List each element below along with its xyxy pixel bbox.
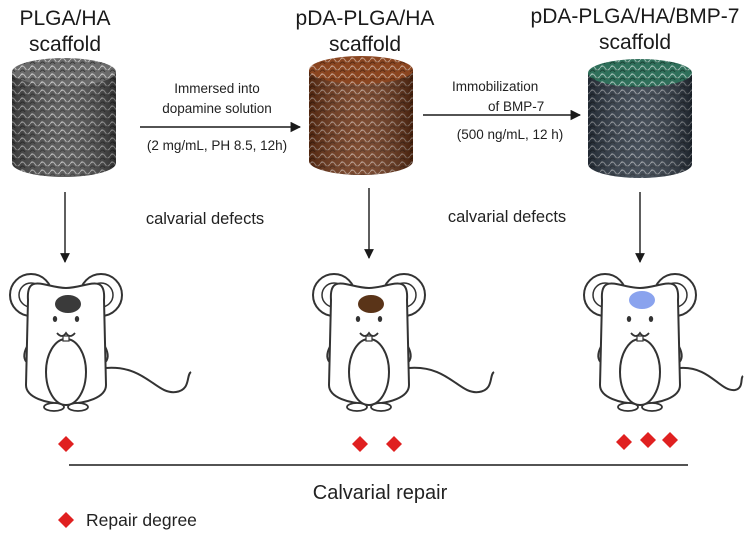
scaffold-title-line1: pDA-PLGA/HA	[295, 7, 435, 30]
scaffold-title-line1: pDA-PLGA/HA/BMP-7	[530, 5, 740, 28]
mouse-2	[312, 273, 495, 412]
process2-condition: (500 ng/mL, 12 h)	[456, 127, 564, 142]
process1-line2: dopamine solution	[162, 101, 272, 116]
scaffold-title-plga-ha: PLGA/HA scaffold	[0, 6, 130, 58]
calvarial-defect-mark	[55, 295, 81, 313]
process1-condition: (2 mg/mL, PH 8.5, 12h)	[146, 138, 288, 153]
repair-degree-diamond	[352, 436, 368, 452]
process2-description: Immobilization of BMP-7	[452, 77, 562, 117]
process1-line1: Immersed into	[174, 81, 260, 96]
legend-diamond	[58, 512, 74, 528]
scaffold-title-line1: PLGA/HA	[19, 7, 111, 30]
repair-degree-diamond	[386, 436, 402, 452]
calvarial-defect-mark	[358, 295, 384, 313]
process1-description: Immersed into dopamine solution	[142, 79, 292, 119]
scaffold-title-line2: scaffold	[329, 33, 401, 56]
calvarial-defects-label-2: calvarial defects	[447, 208, 567, 226]
process2-line2: of BMP-7	[488, 99, 545, 114]
mouse-3	[583, 273, 744, 412]
repair-degree-diamond	[640, 432, 656, 448]
repair-degree-diamond	[662, 432, 678, 448]
mouse-1	[9, 273, 192, 412]
scaffold-title-pda-plga-ha-bmp7: pDA-PLGA/HA/BMP-7 scaffold	[520, 4, 750, 56]
calvarial-defects-label-1: calvarial defects	[145, 210, 265, 228]
scaffold-cylinder-pda-plga-ha	[309, 56, 413, 175]
calvarial-defect-mark	[629, 291, 655, 309]
calvarial-repair-label: Calvarial repair	[312, 482, 448, 504]
scaffold-cylinder-pda-plga-ha-bmp7	[588, 59, 692, 178]
scaffold-title-pda-plga-ha: pDA-PLGA/HA scaffold	[280, 6, 450, 58]
legend-label: Repair degree	[86, 510, 197, 530]
scaffold-cylinder-plga-ha	[12, 58, 116, 177]
scaffold-title-line2: scaffold	[599, 31, 671, 54]
repair-degree-diamond	[616, 434, 632, 450]
process2-line1: Immobilization	[452, 79, 539, 94]
repair-degree-diamond	[58, 436, 74, 452]
repair-degree-markers	[58, 432, 678, 452]
scaffold-title-line2: scaffold	[29, 33, 101, 56]
